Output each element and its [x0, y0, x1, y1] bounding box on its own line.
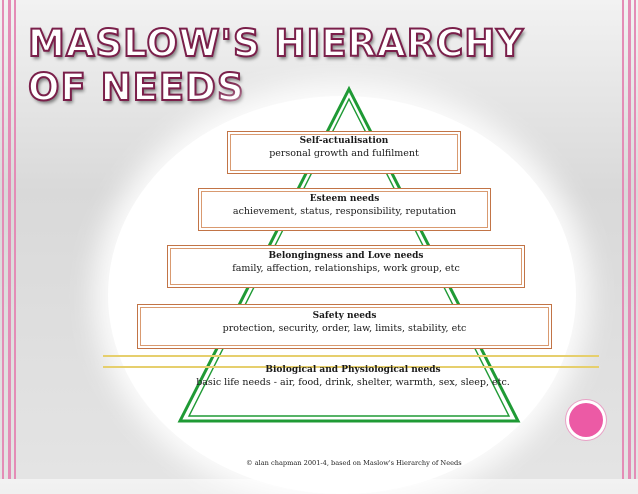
pyramid-level-belongingness: Belongingness and Love needs family, aff…	[167, 245, 525, 288]
level-title: Safety needs	[312, 311, 377, 321]
right-decor-stripe	[634, 0, 636, 479]
copyright-credit: © alan chapman 2001-4, based on Maslow's…	[246, 459, 462, 467]
level-title: Self-actualisation	[299, 136, 389, 146]
level-description: protection, security, order, law, limits…	[222, 323, 467, 334]
divider-line	[103, 355, 599, 357]
right-decor-stripe	[628, 0, 631, 479]
pyramid-level-esteem: Esteem needs achievement, status, respon…	[198, 188, 491, 231]
left-decor-stripe	[8, 0, 11, 479]
pyramid-level-physiological: Biological and Physiological needs basic…	[109, 358, 597, 404]
level-title: Belongingness and Love needs	[268, 251, 424, 261]
pink-circle-decoration	[569, 403, 603, 437]
left-decor-stripe	[14, 0, 16, 479]
level-title: Biological and Physiological needs	[265, 365, 441, 375]
left-decor-stripe	[2, 0, 4, 479]
pyramid-level-self-actualisation: Self-actualisation personal growth and f…	[227, 131, 461, 174]
slide-title: MASLOW'S HIERARCHY OF NEEDS	[27, 21, 525, 110]
right-decor-stripe	[622, 0, 624, 479]
level-description: achievement, status, responsibility, rep…	[232, 206, 457, 217]
pyramid-diagram	[177, 85, 521, 423]
pyramid-level-safety: Safety needs protection, security, order…	[137, 304, 552, 349]
divider-line	[103, 366, 599, 368]
level-description: personal growth and fulfilment	[269, 148, 419, 159]
level-title: Esteem needs	[309, 194, 380, 204]
level-description: basic life needs - air, food, drink, she…	[196, 377, 510, 388]
level-description: family, affection, relationships, work g…	[232, 263, 460, 274]
